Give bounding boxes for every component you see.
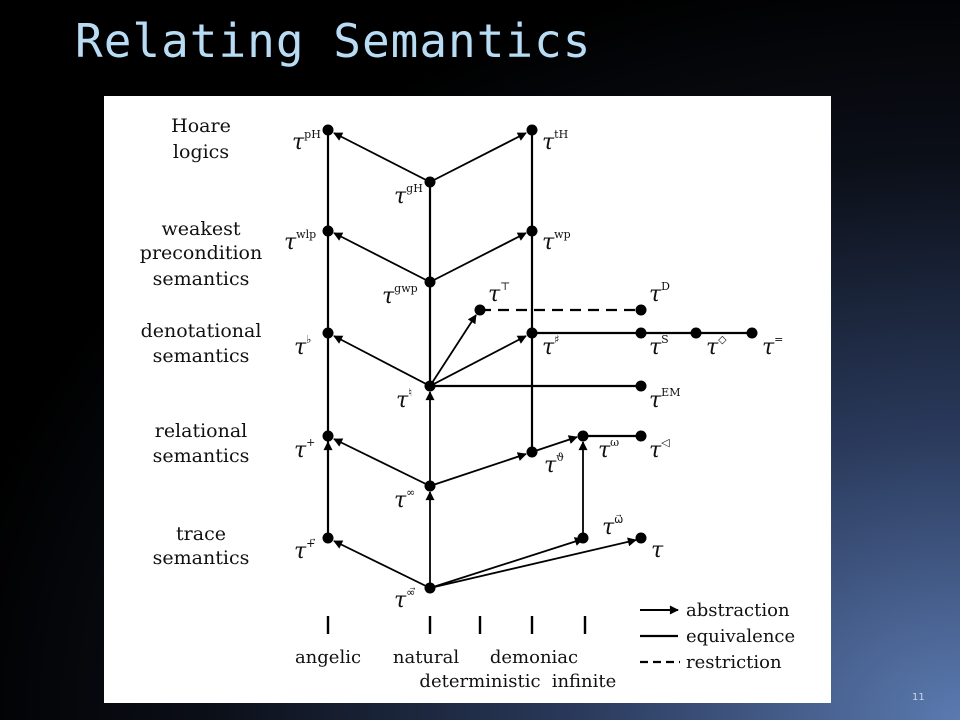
node-label-wlp: τwlp [284,228,316,255]
svg-text:semantics: semantics [153,445,250,467]
node-label-omega: τω [598,436,619,463]
node-label-gH: τgH [394,182,423,209]
svg-text:weakest: weakest [162,218,241,240]
level-label-denotational: denotational semantics [141,320,262,367]
legend-abstraction-label: abstraction [686,600,790,621]
node-label-tau: τ [651,538,664,563]
lattice-nodes [322,124,758,594]
svg-text:logics: logics [173,141,229,163]
semantics-lattice-diagram: Hoare logics weakest precondition semant… [104,96,831,703]
node-label-gwp: τgwp [382,282,418,309]
node-label-inf: τ∞ [394,486,415,513]
legend-equivalence-label: equivalence [686,626,795,647]
column-ticks [326,616,587,634]
column-label-natural: natural [393,647,459,668]
node-label-D: τD [649,280,670,307]
level-label-weakest-precondition: weakest precondition semantics [140,218,262,290]
node-label-top: τ⊤ [488,280,511,307]
svg-text:semantics: semantics [153,345,250,367]
lattice-svg: Hoare logics weakest precondition semant… [140,115,795,692]
node-labels: τpH τgH τtH τwlp τgwp τwp τ⊤ τD τ♭ τ♯ τS… [284,128,783,613]
svg-text:relational: relational [155,420,248,442]
node-label-eq: τ= [762,333,783,360]
node-label-sharp: τ♯ [542,333,560,360]
svg-text:trace: trace [176,523,226,545]
node-label-diamond: τ◇ [706,333,727,360]
node-label-tri: τ◁ [649,436,670,463]
column-label-demoniac: demoniac [490,647,578,668]
slide-number: 11 [912,692,925,703]
legend-restriction-label: restriction [686,652,782,673]
node-label-traceinf: τ∞⃗ [394,586,415,613]
svg-text:semantics: semantics [153,268,250,290]
level-label-trace: trace semantics [153,523,250,569]
node-label-tH: τtH [542,128,568,155]
equivalence-edges [326,130,752,538]
svg-text:precondition: precondition [140,242,262,264]
column-label-deterministic: deterministic [419,671,540,692]
node-label-EM: τEM [649,386,680,413]
level-label-hoare: Hoare logics [171,115,231,163]
node-label-plus: τ+ [294,436,315,463]
node-label-traceplus: τ+⃗ [294,537,315,564]
abstraction-edges [323,132,637,589]
svg-text:semantics: semantics [153,547,250,569]
level-label-relational: relational semantics [153,420,250,467]
svg-text:Hoare: Hoare [171,115,231,137]
node-label-flat: τ♭ [294,333,311,360]
slide-title: Relating Semantics [75,14,592,68]
column-label-infinite: infinite [552,671,617,692]
node-label-omegavec: τω⃗ [602,513,623,540]
node-label-theta: τϑ [544,451,564,478]
node-label-S: τS [649,333,669,360]
node-label-pH: τpH [292,128,321,155]
legend: abstraction equivalence restriction [640,600,795,673]
svg-text:denotational: denotational [141,320,262,342]
node-label-natural: τ♮ [396,386,412,413]
node-label-wp: τwp [542,228,571,255]
column-label-angelic: angelic [295,647,361,668]
